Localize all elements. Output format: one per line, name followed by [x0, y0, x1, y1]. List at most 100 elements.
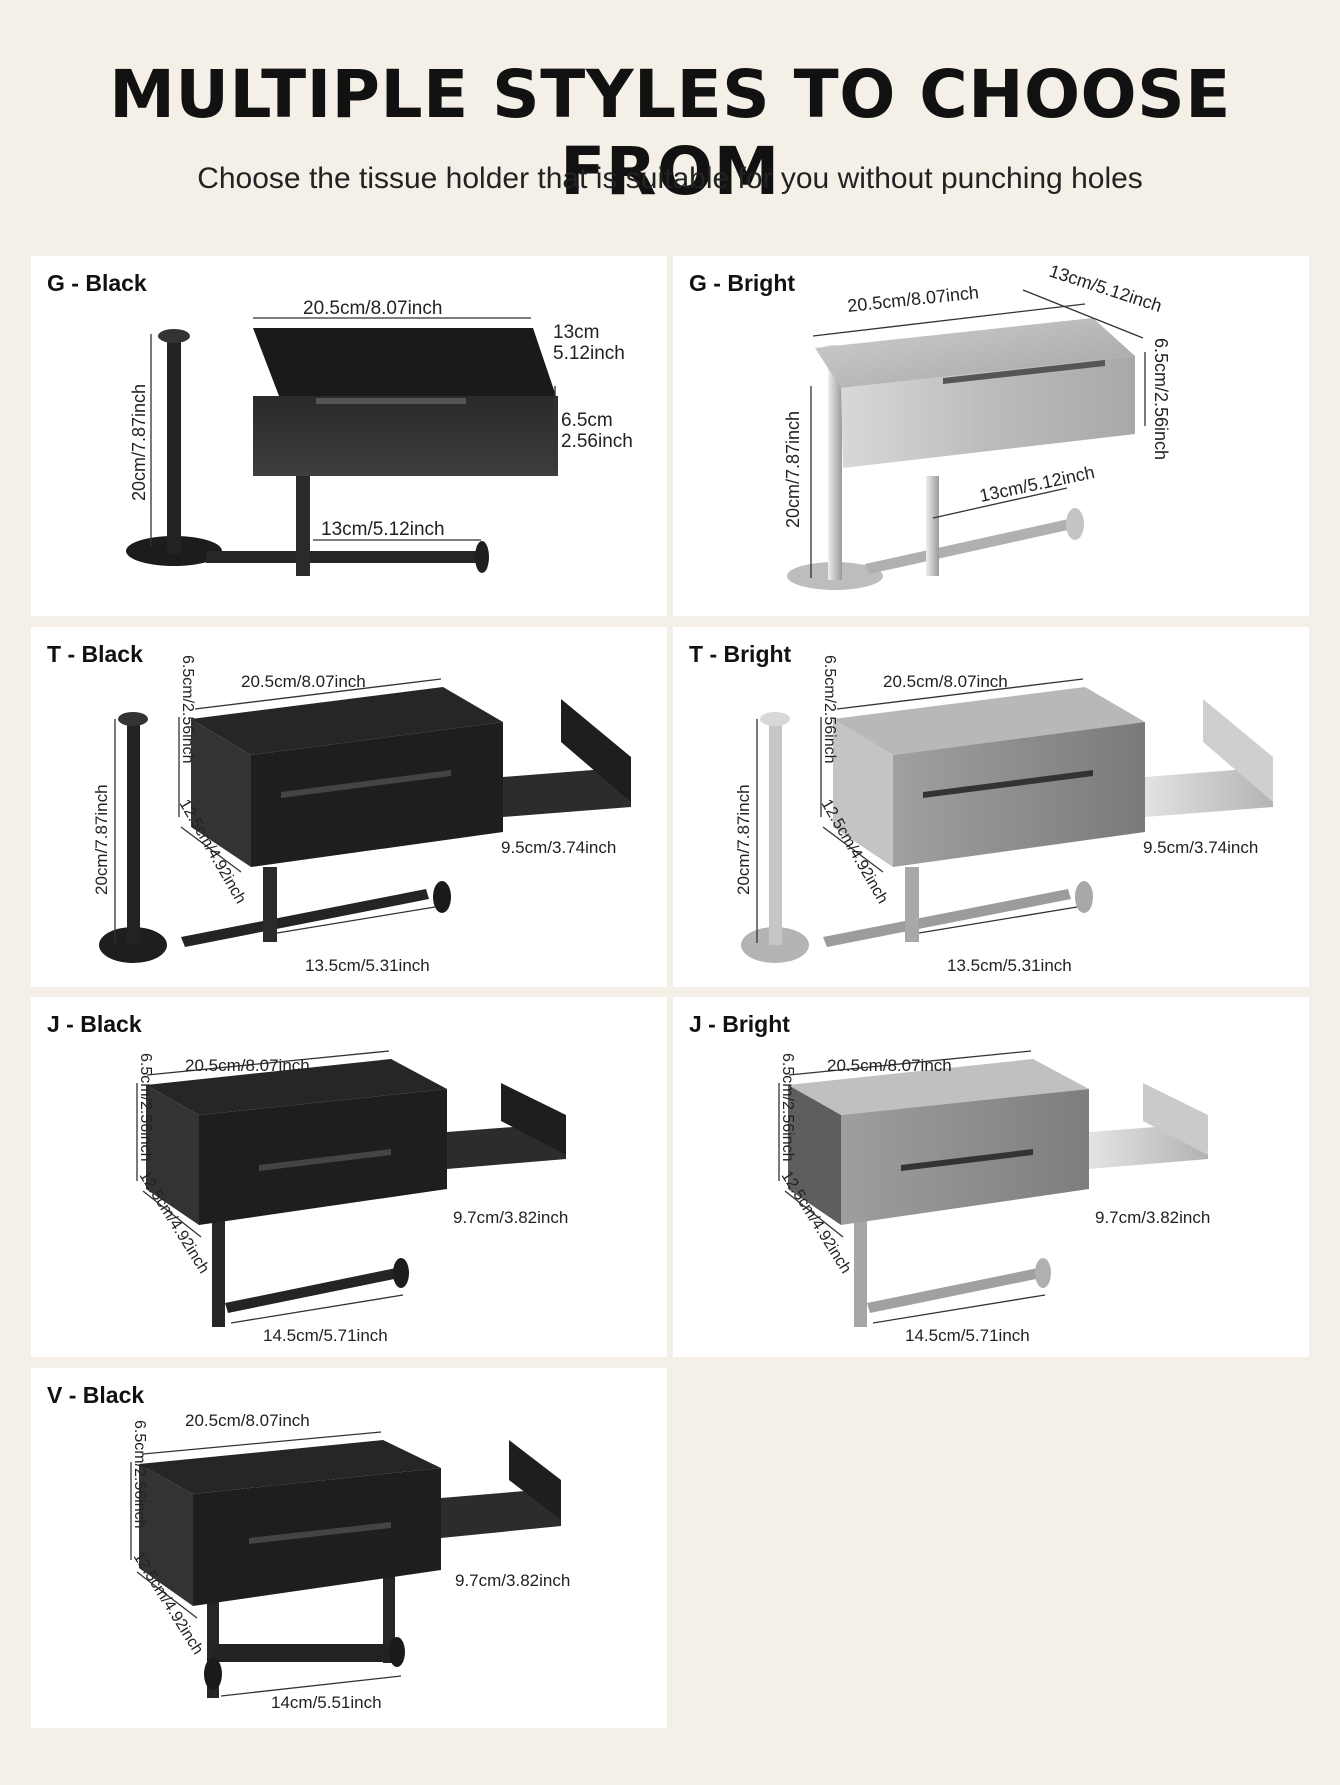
stem: [905, 867, 919, 942]
box-slot: [923, 770, 1093, 798]
box-slot: [901, 1149, 1033, 1171]
shelf-wall: [1203, 699, 1273, 802]
rod-end: [1066, 508, 1084, 540]
dim-box-height-cm: 6.5cm: [561, 410, 613, 431]
dim-rod-length: 14.5cm/5.71inch: [905, 1326, 1030, 1345]
style-label: J - Bright: [689, 1011, 790, 1037]
pole-cap: [760, 712, 790, 726]
pole: [167, 334, 181, 554]
box-face: [199, 1089, 447, 1225]
dim-shelf-width: 9.7cm/3.82inch: [455, 1571, 570, 1590]
box-lid: [139, 1440, 441, 1494]
box-lid: [788, 1059, 1089, 1115]
product-illustration-g-black: 20.5cm/8.07inch 20cm/7.87inch 13cm 5.12i…: [126, 298, 633, 576]
style-card-g-bright[interactable]: G - Bright 20.5cm/8.07inch 13cm/5.12inch…: [673, 256, 1309, 616]
pole: [828, 352, 842, 580]
shelf: [1145, 767, 1273, 817]
dim-shelf-width: 9.5cm/3.74inch: [1143, 838, 1258, 857]
style-card-j-black[interactable]: J - Black 20.5cm/8.07inch 6.5cm/2.56inch…: [31, 997, 667, 1357]
dim-box-height: 6.5cm/2.56inch: [821, 655, 838, 764]
stem: [926, 476, 939, 576]
dim-shelf-width: 9.7cm/3.82inch: [1095, 1208, 1210, 1227]
box-front: [253, 396, 558, 476]
pole-cap: [158, 329, 190, 343]
box-lid: [815, 318, 1135, 388]
product-illustration-t-black: 20.5cm/8.07inch 6.5cm/2.56inch 20cm/7.87…: [92, 655, 631, 975]
style-label: G - Bright: [689, 270, 796, 296]
shelf: [441, 1488, 561, 1538]
shelf: [503, 767, 631, 817]
style-label: T - Black: [47, 641, 143, 667]
rod: [211, 1644, 391, 1662]
shelf-wall: [561, 699, 631, 802]
dim-box-width: 20.5cm/8.07inch: [241, 672, 366, 691]
stem: [263, 867, 277, 942]
dim-box-width: 20.5cm/8.07inch: [846, 282, 979, 316]
rod-end: [1035, 1258, 1051, 1288]
box-front: [788, 1085, 841, 1225]
dim-shelf-width: 9.5cm/3.74inch: [501, 838, 616, 857]
style-card-t-bright[interactable]: T - Bright 20.5cm/8.07inch 6.5cm/2.56inc…: [673, 627, 1309, 987]
rod: [865, 518, 1077, 574]
box-front: [841, 356, 1135, 468]
dim-box-depth: 13cm/5.12inch: [1047, 261, 1165, 316]
pole: [127, 719, 140, 945]
dim-pole-height: 20cm/7.87inch: [92, 784, 111, 895]
rod: [867, 1267, 1046, 1313]
dim-rod-length: 13.5cm/5.31inch: [305, 956, 430, 975]
box-lid: [253, 328, 556, 396]
box-lid: [833, 687, 1145, 755]
rod-end: [475, 541, 489, 573]
dim-box-height: 6.5cm/2.56inch: [1151, 338, 1171, 460]
style-label: T - Bright: [689, 641, 792, 667]
dim-box-depth-cm: 13cm: [553, 322, 599, 343]
box-front: [146, 1085, 199, 1225]
dim-box-width: 20.5cm/8.07inch: [185, 1411, 310, 1430]
product-illustration-t-bright: 20.5cm/8.07inch 6.5cm/2.56inch 20cm/7.87…: [734, 655, 1273, 975]
dim-box-height: 6.5cm/2.56inch: [137, 1053, 154, 1162]
dim-rod-length: 14.5cm/5.71inch: [263, 1326, 388, 1345]
style-card-g-black[interactable]: G - Black 20.5cm/8.07inch 20cm/7.87inch …: [31, 256, 667, 616]
dim-rod-length: 13cm/5.12inch: [321, 519, 445, 540]
dim-box-width: 20.5cm/8.07inch: [883, 672, 1008, 691]
box-face: [251, 722, 503, 867]
stem-right: [383, 1568, 395, 1663]
shelf-wall: [501, 1083, 566, 1155]
stem: [296, 476, 310, 576]
dim-box-height: 6.5cm/2.56inch: [179, 655, 196, 764]
page-subtitle: Choose the tissue holder that is suitabl…: [197, 162, 1143, 195]
box-face: [841, 1089, 1089, 1225]
stem: [212, 1217, 225, 1327]
rod-end-right: [389, 1637, 405, 1667]
dim-pole-height: 20cm/7.87inch: [734, 784, 753, 895]
box-face: [193, 1468, 441, 1606]
dim-rod-length: 13cm/5.12inch: [978, 462, 1097, 506]
box-slot: [943, 360, 1105, 384]
dim-box-height: 6.5cm/2.56inch: [779, 1053, 796, 1162]
rod-end: [393, 1258, 409, 1288]
style-label: J - Black: [47, 1011, 142, 1037]
dim-box-height-in: 2.56inch: [561, 431, 633, 452]
dim-shelf-width: 9.7cm/3.82inch: [453, 1208, 568, 1227]
rod: [823, 889, 1071, 947]
dim-rod-length: 14cm/5.51inch: [271, 1693, 382, 1712]
rod: [225, 1267, 404, 1313]
rod: [206, 551, 476, 563]
dim-pole-height: 20cm/7.87inch: [129, 384, 149, 501]
dim-box-width: 20.5cm/8.07inch: [827, 1056, 952, 1075]
style-card-j-bright[interactable]: J - Bright 20.5cm/8.07inch 6.5cm/2.56inc…: [673, 997, 1309, 1357]
box-slot: [281, 770, 451, 798]
box-lid: [191, 687, 503, 755]
box-front: [833, 719, 893, 867]
style-card-t-black[interactable]: T - Black 20.5cm/8.07inch 6.5cm/2.56inch…: [31, 627, 667, 987]
box-slot: [259, 1149, 391, 1171]
dim-rod-length: 13.5cm/5.31inch: [947, 956, 1072, 975]
dim-box-width: 20.5cm/8.07inch: [303, 298, 442, 319]
dim-box-depth-in: 5.12inch: [553, 343, 625, 364]
stem: [854, 1217, 867, 1327]
product-illustration-v-black: 20.5cm/8.07inch 6.5cm/2.56inch 12.5cm/4.…: [130, 1411, 571, 1712]
box-front: [139, 1464, 193, 1606]
style-card-v-black[interactable]: V - Black 20.5cm/8.07inch 6.5cm/2.56inch…: [31, 1368, 667, 1728]
dim-box-width: 20.5cm/8.07inch: [185, 1056, 310, 1075]
box-face: [893, 722, 1145, 867]
